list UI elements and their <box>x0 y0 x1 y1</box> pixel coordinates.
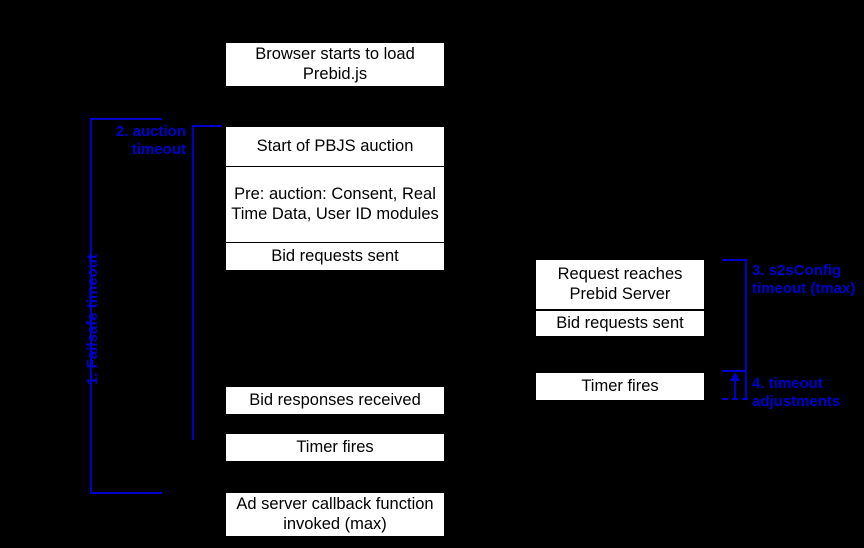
box-bid-requests-sent: Bid requests sent <box>225 242 445 271</box>
auction-timeout-label: 2. auction timeout <box>115 123 186 159</box>
box-auction-start-label: Start of PBJS auction <box>256 136 414 155</box>
box-timer-fires-server-label: Timer fires <box>581 376 659 395</box>
timeout-adjust-spine <box>745 372 747 400</box>
box-request-reaches-server: Request reaches Prebid Server <box>535 259 705 310</box>
s2s-bracket-top <box>722 259 747 261</box>
box-pre-auction-label: Pre: auction: Consent, Real Time Data, U… <box>231 185 439 223</box>
auction-bracket-spine <box>192 125 194 440</box>
timeout-adjust-arrow-shaft <box>734 381 736 398</box>
box-server-bid-requests-sent-label: Bid requests sent <box>556 313 684 332</box>
failsafe-bracket-top <box>90 118 162 120</box>
timeout-adjust-arrow-head <box>730 372 740 381</box>
box-browser-load: Browser starts to load Prebid.js <box>225 42 445 87</box>
timeout-adjustments-label: 4. timeout adjustments <box>752 375 841 411</box>
failsafe-bracket-spine <box>90 118 92 494</box>
box-pre-auction: Pre: auction: Consent, Real Time Data, U… <box>225 166 445 243</box>
box-server-bid-requests-sent: Bid requests sent <box>535 310 705 337</box>
box-bid-requests-sent-label: Bid requests sent <box>271 246 399 265</box>
s2s-bracket-bottom <box>722 370 747 372</box>
box-ad-server-callback: Ad server callback function invoked (max… <box>225 492 445 537</box>
box-timer-fires-client: Timer fires <box>225 433 445 462</box>
auction-bracket-top <box>192 125 222 127</box>
s2sconfig-timeout-label: 3. s2sConfig timeout (tmax) <box>752 262 856 298</box>
box-ad-server-callback-label: Ad server callback function invoked (max… <box>236 495 434 533</box>
box-browser-load-label: Browser starts to load Prebid.js <box>255 45 415 83</box>
box-bid-responses-received: Bid responses received <box>225 386 445 415</box>
box-bid-responses-received-label: Bid responses received <box>249 390 421 409</box>
box-request-reaches-server-label: Request reaches Prebid Server <box>557 265 683 303</box>
failsafe-timeout-label: 1. Failsafe timeout <box>84 254 101 385</box>
timeout-adjust-baseline <box>722 398 748 400</box>
box-auction-start: Start of PBJS auction <box>225 126 445 167</box>
failsafe-bracket-bottom <box>90 492 162 494</box>
box-timer-fires-server: Timer fires <box>535 372 705 401</box>
s2s-bracket-spine <box>745 259 747 372</box>
box-timer-fires-client-label: Timer fires <box>296 437 374 456</box>
